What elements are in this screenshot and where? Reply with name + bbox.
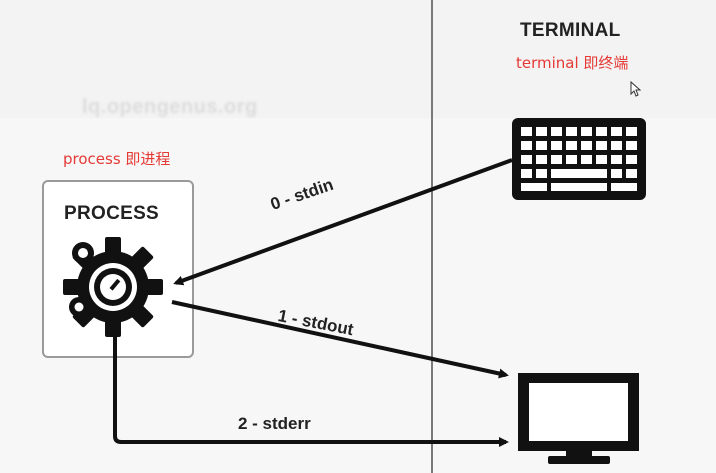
process-title: PROCESS [64, 203, 160, 224]
gear-icon [63, 237, 163, 337]
keyboard-icon [512, 118, 646, 200]
terminal-title: TERMINAL [520, 20, 621, 41]
process-note: process 即进程 [63, 150, 171, 168]
stdout-arrow [171, 300, 509, 379]
stdin-arrow [173, 158, 513, 286]
background-band [0, 0, 716, 118]
stderr-arrow [113, 336, 509, 447]
terminal-note: terminal 即终端 [516, 54, 629, 72]
monitor-icon [518, 373, 639, 464]
stderr-label: 2 - stderr [238, 414, 311, 433]
divider-line [431, 0, 433, 473]
watermark-text: lq.opengenus.org [82, 96, 258, 118]
